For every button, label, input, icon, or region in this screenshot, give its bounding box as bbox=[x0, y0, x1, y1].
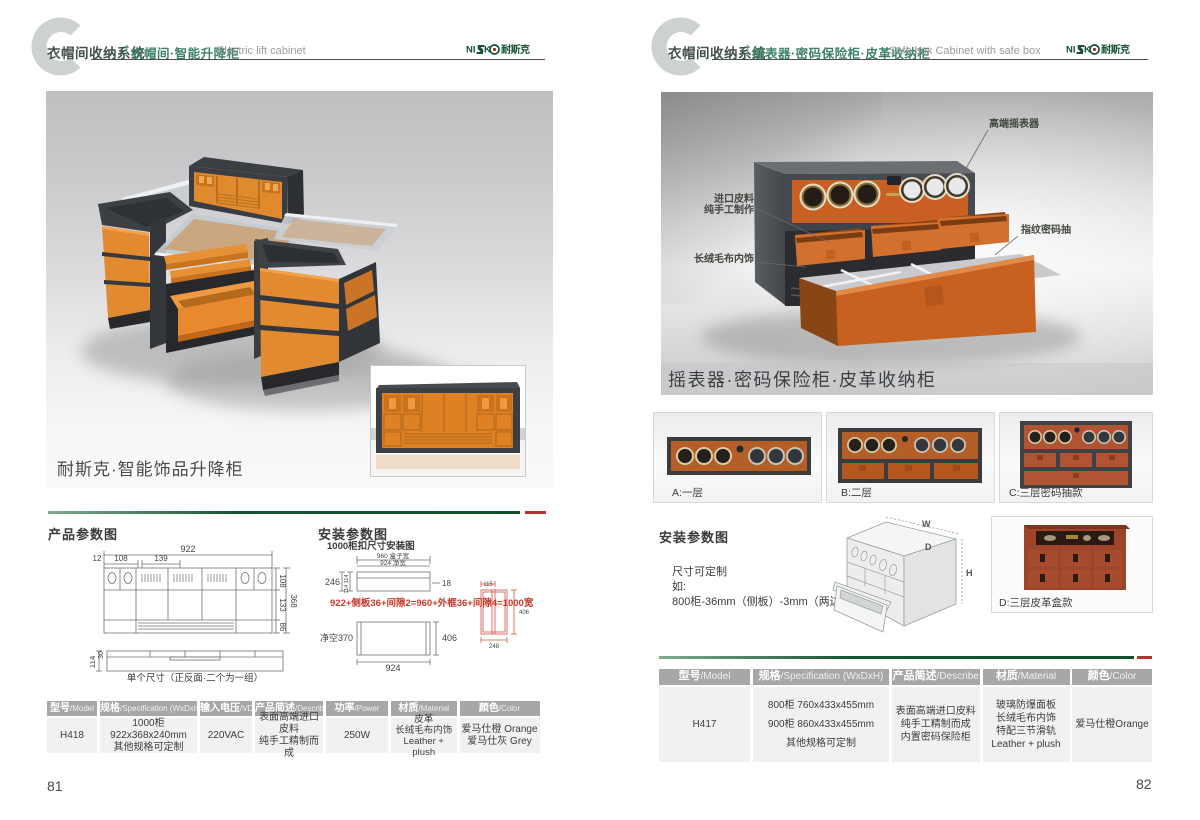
svg-text:D: D bbox=[925, 542, 932, 552]
svg-text:133: 133 bbox=[278, 598, 287, 612]
svg-text:368: 368 bbox=[289, 594, 298, 608]
svg-text:30: 30 bbox=[98, 651, 105, 659]
svg-text:406: 406 bbox=[442, 633, 457, 643]
svg-text:924 净宽: 924 净宽 bbox=[380, 558, 406, 567]
svg-text:1000柜扣尺寸安装图: 1000柜扣尺寸安装图 bbox=[327, 540, 415, 552]
svg-text:406: 406 bbox=[519, 610, 530, 616]
svg-text:924: 924 bbox=[385, 663, 400, 673]
svg-text:108: 108 bbox=[278, 574, 287, 588]
svg-text:114: 114 bbox=[90, 655, 97, 668]
svg-text:耐斯克: 耐斯克 bbox=[1101, 44, 1130, 55]
svg-text:进口皮料: 进口皮料 bbox=[714, 192, 754, 205]
svg-text:86: 86 bbox=[278, 623, 287, 632]
svg-text:高端摇表器: 高端摇表器 bbox=[989, 117, 1040, 130]
svg-text:18: 18 bbox=[442, 579, 451, 588]
svg-text:W: W bbox=[922, 519, 931, 529]
svg-text:108: 108 bbox=[114, 554, 128, 563]
svg-text:114 114: 114 114 bbox=[344, 574, 350, 593]
svg-text:指纹密码抽: 指纹密码抽 bbox=[1021, 223, 1071, 236]
svg-text:NI: NI bbox=[1066, 45, 1076, 56]
svg-text:960 盒子宽: 960 盒子宽 bbox=[377, 551, 410, 560]
svg-text:246: 246 bbox=[325, 577, 340, 587]
svg-text:922: 922 bbox=[180, 545, 195, 554]
svg-text:净空370: 净空370 bbox=[320, 632, 353, 643]
svg-text:115: 115 bbox=[483, 582, 493, 588]
svg-text:139: 139 bbox=[154, 554, 168, 563]
svg-text:长绒毛布内饰: 长绒毛布内饰 bbox=[694, 252, 754, 265]
svg-text:K: K bbox=[484, 45, 491, 56]
svg-text:922+侧板36+间隙2=960+外框36+间隙4=1000: 922+侧板36+间隙2=960+外框36+间隙4=1000宽 bbox=[330, 597, 534, 609]
svg-text:NI: NI bbox=[466, 45, 476, 56]
svg-text:纯手工制作: 纯手工制作 bbox=[704, 203, 754, 216]
svg-text:单个尺寸（正反面·二个为一组）: 单个尺寸（正反面·二个为一组） bbox=[127, 672, 263, 684]
svg-text:248: 248 bbox=[489, 644, 500, 650]
svg-text:H: H bbox=[966, 568, 973, 578]
svg-text:K: K bbox=[1084, 45, 1091, 56]
svg-text:耐斯克: 耐斯克 bbox=[501, 44, 530, 55]
svg-text:12: 12 bbox=[93, 554, 102, 563]
